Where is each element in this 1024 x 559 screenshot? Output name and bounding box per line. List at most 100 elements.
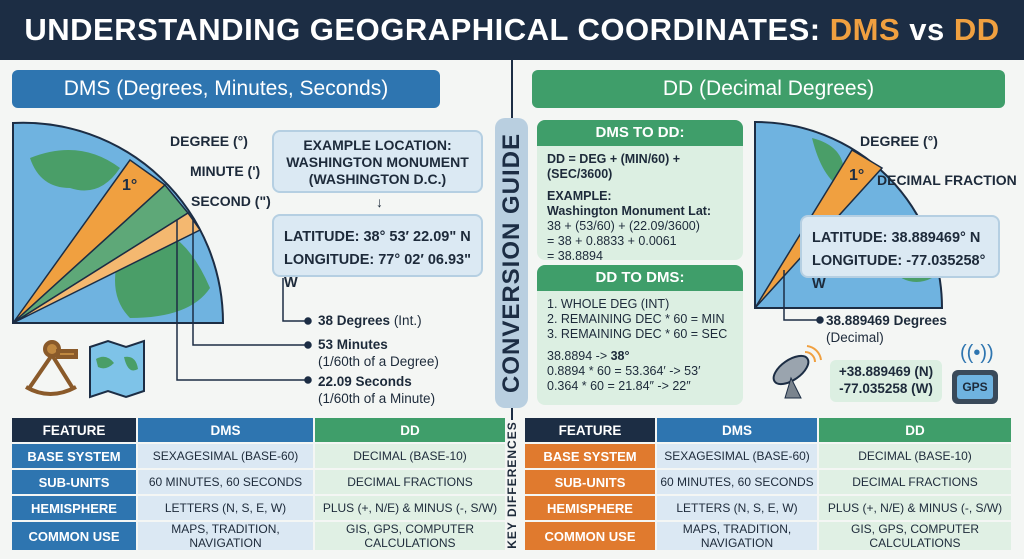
wifi-signal-icon: ((•)) (960, 342, 994, 364)
rule: 1. WHOLE DEG (INT) (547, 297, 670, 311)
calc-step: = 38 + 0.8833 + 0.0061 (547, 234, 677, 248)
key-differences-label: KEY DIFFERENCES (500, 418, 524, 552)
feature-cell: BASE SYSTEM (525, 444, 655, 468)
calc-step: 38 + (53/60) + (22.09/3600) (547, 219, 700, 233)
breakdown-value: 53 Minutes (318, 337, 388, 352)
calc-step: 0.364 * 60 = 21.84″ -> 22″ (547, 379, 691, 393)
dms-globe-diagram: 1° (12, 121, 225, 324)
conversion-guide-text: CONVERSION GUIDE (497, 132, 525, 394)
breakdown-note: (1/60th of a Minute) (318, 391, 436, 406)
breakdown-note: (1/60th of a Degree) (318, 354, 439, 369)
example-line: (WASHINGTON D.C.) (308, 171, 447, 187)
dms-cell: SEXAGESIMAL (BASE-60) (657, 444, 817, 468)
dd-cell: DECIMAL FRACTIONS (315, 470, 505, 494)
sextant-icon (24, 340, 78, 396)
title-dms: DMS (829, 12, 901, 47)
breakdown-value: 22.09 Seconds (318, 374, 412, 389)
dd-to-dms-title: DD TO DMS: (537, 265, 743, 291)
example-sub: Washington Monument Lat: (547, 204, 712, 218)
calc-step: 38.8894 -> 38° (547, 349, 630, 363)
seconds-breakdown: 22.09 Seconds (1/60th of a Minute) (318, 373, 435, 407)
connector-lines (176, 220, 312, 384)
title-vs: vs (900, 12, 954, 47)
dd-cell: PLUS (+, N/E) & MINUS (-, S/W) (819, 496, 1011, 520)
dd-latitude: LATITUDE: 38.889469° N (812, 230, 981, 246)
dd-cell: GIS, GPS, COMPUTER CALCULATIONS (819, 522, 1011, 550)
arrow-down-icon: ↓ (376, 194, 383, 210)
second-label: SECOND (") (191, 193, 271, 209)
feature-cell: SUB-UNITS (12, 470, 136, 494)
dms-banner: DMS (Degrees, Minutes, Seconds) (12, 70, 440, 108)
connector-lines (783, 270, 824, 324)
slice-label: 1° (122, 177, 137, 194)
dd-coordinates-box: LATITUDE: 38.889469° N LONGITUDE: -77.03… (800, 215, 1000, 292)
example-line: EXAMPLE LOCATION: (303, 137, 452, 153)
dms-cell: MAPS, TRADITION, NAVIGATION (138, 522, 313, 550)
gps-lon: -77.035258 (W) (839, 381, 933, 396)
dd-banner: DD (Decimal Degrees) (532, 70, 1005, 108)
dd-longitude: LONGITUDE: -77.035258° W (812, 253, 986, 292)
header-feature: FEATURE (525, 418, 655, 442)
dms-latitude: LATITUDE: 38° 53′ 22.09" N (284, 229, 471, 245)
dms-coordinates-box: LATITUDE: 38° 53′ 22.09" N LONGITUDE: 77… (272, 214, 483, 291)
example-label: EXAMPLE: (547, 189, 612, 203)
dms-cell: 60 MINUTES, 60 SECONDS (657, 470, 817, 494)
rule: 3. REMAINING DEC * 60 = SEC (547, 327, 728, 341)
satellite-dish-icon (772, 345, 822, 399)
example-location-box: EXAMPLE LOCATION: WASHINGTON MONUMENT (W… (272, 130, 483, 193)
conversion-guide-label: CONVERSION GUIDE (495, 118, 528, 408)
decimal-fraction-label: DECIMAL FRACTION (877, 172, 1017, 188)
dms-to-dd-formula: DD = DEG + (MIN/60) + (SEC/3600) (547, 152, 681, 181)
dms-cell: LETTERS (N, S, E, W) (138, 496, 313, 520)
dd-cell: GIS, GPS, COMPUTER CALCULATIONS (315, 522, 505, 550)
dms-to-dd-title: DMS TO DD: (537, 120, 743, 146)
feature-cell: SUB-UNITS (525, 470, 655, 494)
second-slice (12, 211, 202, 324)
example-line: WASHINGTON MONUMENT (286, 154, 469, 170)
minutes-breakdown: 53 Minutes (1/60th of a Degree) (318, 336, 439, 370)
title-text: UNDERSTANDING GEOGRAPHICAL COORDINATES: (24, 12, 830, 47)
degree-label: DEGREE (°) (170, 133, 248, 149)
dd-to-dms-box: DD TO DMS: 1. WHOLE DEG (INT) 2. REMAINI… (537, 265, 743, 405)
dms-longitude: LONGITUDE: 77° 02′ 06.93" W (284, 252, 471, 291)
breakdown-value: 38.889469 Degrees (826, 313, 947, 328)
key-differences-text: KEY DIFFERENCES (505, 421, 519, 549)
map-icon (89, 339, 145, 399)
title-dd: DD (953, 12, 1000, 47)
feature-cell: COMMON USE (525, 522, 655, 550)
feature-cell: COMMON USE (12, 522, 136, 550)
calc-step: = 38.8894 (547, 249, 603, 260)
page-title: UNDERSTANDING GEOGRAPHICAL COORDINATES: … (0, 0, 1024, 60)
dd-degree-label: DEGREE (°) (860, 133, 938, 149)
feature-cell: HEMISPHERE (525, 496, 655, 520)
breakdown-note: (Decimal) (826, 330, 884, 345)
rule: 2. REMAINING DEC * 60 = MIN (547, 312, 725, 326)
header-dms: DMS (657, 418, 817, 442)
header-dd: DD (819, 418, 1011, 442)
dd-breakdown: 38.889469 Degrees (Decimal) (826, 312, 947, 346)
dd-cell: PLUS (+, N/E) & MINUS (-, S/W) (315, 496, 505, 520)
breakdown-value: 38 Degrees (318, 313, 391, 328)
feature-cell: HEMISPHERE (12, 496, 136, 520)
dms-cell: 60 MINUTES, 60 SECONDS (138, 470, 313, 494)
dms-cell: LETTERS (N, S, E, W) (657, 496, 817, 520)
dms-cell: SEXAGESIMAL (BASE-60) (138, 444, 313, 468)
dms-cell: MAPS, TRADITION, NAVIGATION (657, 522, 817, 550)
degrees-breakdown: 38 Degrees (Int.) (318, 313, 422, 328)
dd-cell: DECIMAL (BASE-10) (819, 444, 1011, 468)
dms-to-dd-box: DMS TO DD: DD = DEG + (MIN/60) + (SEC/36… (537, 120, 743, 260)
minute-label: MINUTE (') (190, 163, 261, 179)
calc-step: 0.8894 * 60 = 53.364′ -> 53′ (547, 364, 701, 378)
continents (30, 150, 210, 318)
header-dms: DMS (138, 418, 313, 442)
